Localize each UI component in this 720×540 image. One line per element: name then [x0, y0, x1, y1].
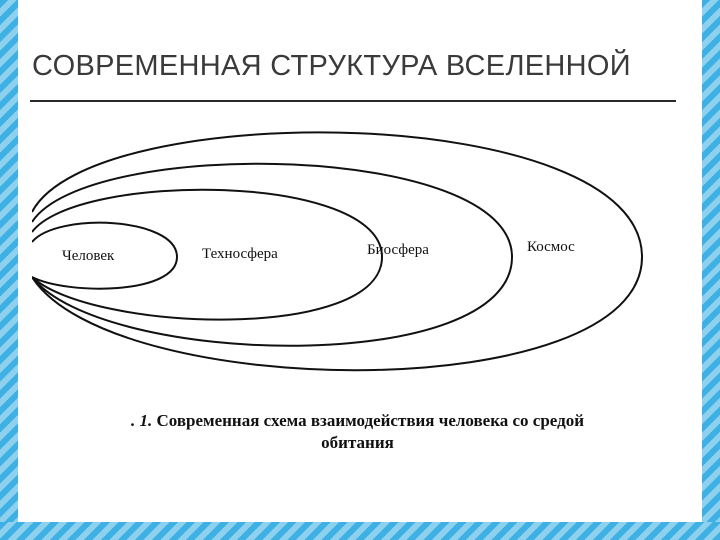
sphere-label-kosmos: Космос	[527, 239, 575, 255]
title-underline	[30, 100, 676, 102]
sphere-label-tekhnosfera: Техносфера	[202, 246, 278, 262]
sphere-label-chelovek: Человек	[62, 248, 115, 264]
decorative-frame-left	[0, 0, 18, 540]
nested-spheres-figure: Человек Техносфера Биосфера Космос	[32, 117, 683, 480]
slide-title: СОВРЕМЕННАЯ СТРУКТУРА ВСЕЛЕННОЙ	[32, 50, 631, 82]
sphere-biosfera-boundary	[32, 162, 514, 347]
sphere-tekhnosfera-boundary	[32, 188, 384, 321]
caption-line-1: . 1. Современная схема взаимодействия че…	[32, 410, 683, 432]
nested-spheres-diagram: Человек Техносфера Биосфера Космос	[32, 131, 644, 372]
sphere-chelovek-boundary	[32, 221, 179, 290]
caption-line-2: обитания	[321, 433, 394, 452]
decorative-frame-bottom	[0, 522, 720, 540]
sphere-kosmos-boundary	[32, 131, 644, 372]
caption-number: . 1.	[130, 411, 153, 430]
caption-text-1: Современная схема взаимодействия человек…	[156, 411, 585, 430]
figure-caption: . 1. Современная схема взаимодействия че…	[32, 410, 683, 454]
sphere-label-biosfera: Биосфера	[367, 242, 429, 258]
decorative-frame-right	[702, 0, 720, 540]
